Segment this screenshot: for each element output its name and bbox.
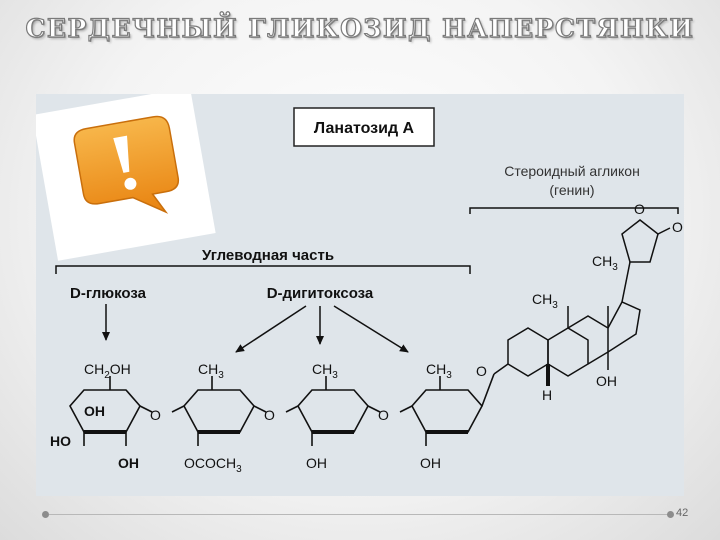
compound-name-box (293, 107, 435, 147)
steroid-ch3-top: CH3 (592, 253, 618, 273)
aglycone-label-line1: Стероидный агликон (504, 163, 640, 179)
sugar1-ho: HO (50, 433, 71, 449)
steroid-skeleton (493, 219, 671, 386)
footer-right-dot (667, 511, 674, 518)
glucose-label: D-глюкоза (70, 285, 147, 302)
diagram-panel: Ланатозид А Стероидный агликон (генин) У… (36, 94, 684, 496)
digitoxose-arrow-left (235, 305, 307, 353)
lactone-o1: O (634, 201, 645, 217)
sugar1-bottom: OH (118, 455, 139, 471)
sugar4-top: CH3 (426, 361, 452, 381)
footer-left-dot (42, 511, 49, 518)
glucose-ring (69, 376, 153, 446)
steroid-ch3-mid: CH3 (532, 291, 558, 311)
sugar4-bottom: OH (420, 455, 441, 471)
steroid-h: H (542, 387, 552, 403)
steroid-oh: OH (596, 373, 617, 389)
glycosidic-o-2: O (264, 407, 275, 423)
digitoxose-ring-2 (285, 376, 381, 446)
sugar1-mid-oh: OH (84, 403, 105, 419)
sugar2-bottom: OCOCH3 (184, 455, 242, 475)
sugar3-bottom: OH (306, 455, 327, 471)
glycosidic-o-1: O (150, 407, 161, 423)
digitoxose-ring-1 (171, 376, 267, 446)
aglycone-label-line2: (генин) (549, 182, 594, 198)
steroid-o-link: O (476, 363, 487, 379)
footer-left-line (49, 514, 669, 515)
digitoxose-label: D-дигитоксоза (267, 285, 374, 302)
aglycone-bracket (469, 207, 679, 214)
sugar-part-bracket (55, 265, 471, 274)
exclamation-speech-icon (36, 94, 216, 261)
compound-name: Ланатозид А (314, 120, 415, 137)
sugar1-top: CH2OH (84, 361, 131, 381)
sugar-part-label: Углеводная часть (202, 247, 334, 264)
digitoxose-ring-3 (399, 373, 495, 446)
page-number: 42 (676, 507, 689, 519)
slide-title: СЕРДЕЧНЫЙ ГЛИКОЗИД НАПЕРСТЯНКИ (25, 13, 695, 43)
digitoxose-arrow-right (333, 305, 409, 353)
lanatoside-diagram: Ланатозид А Стероидный агликон (генин) У… (36, 94, 683, 475)
sugar2-top: CH3 (198, 361, 224, 381)
sugar3-top: CH3 (312, 361, 338, 381)
glycosidic-o-3: O (378, 407, 389, 423)
lactone-o2: O (672, 219, 683, 235)
